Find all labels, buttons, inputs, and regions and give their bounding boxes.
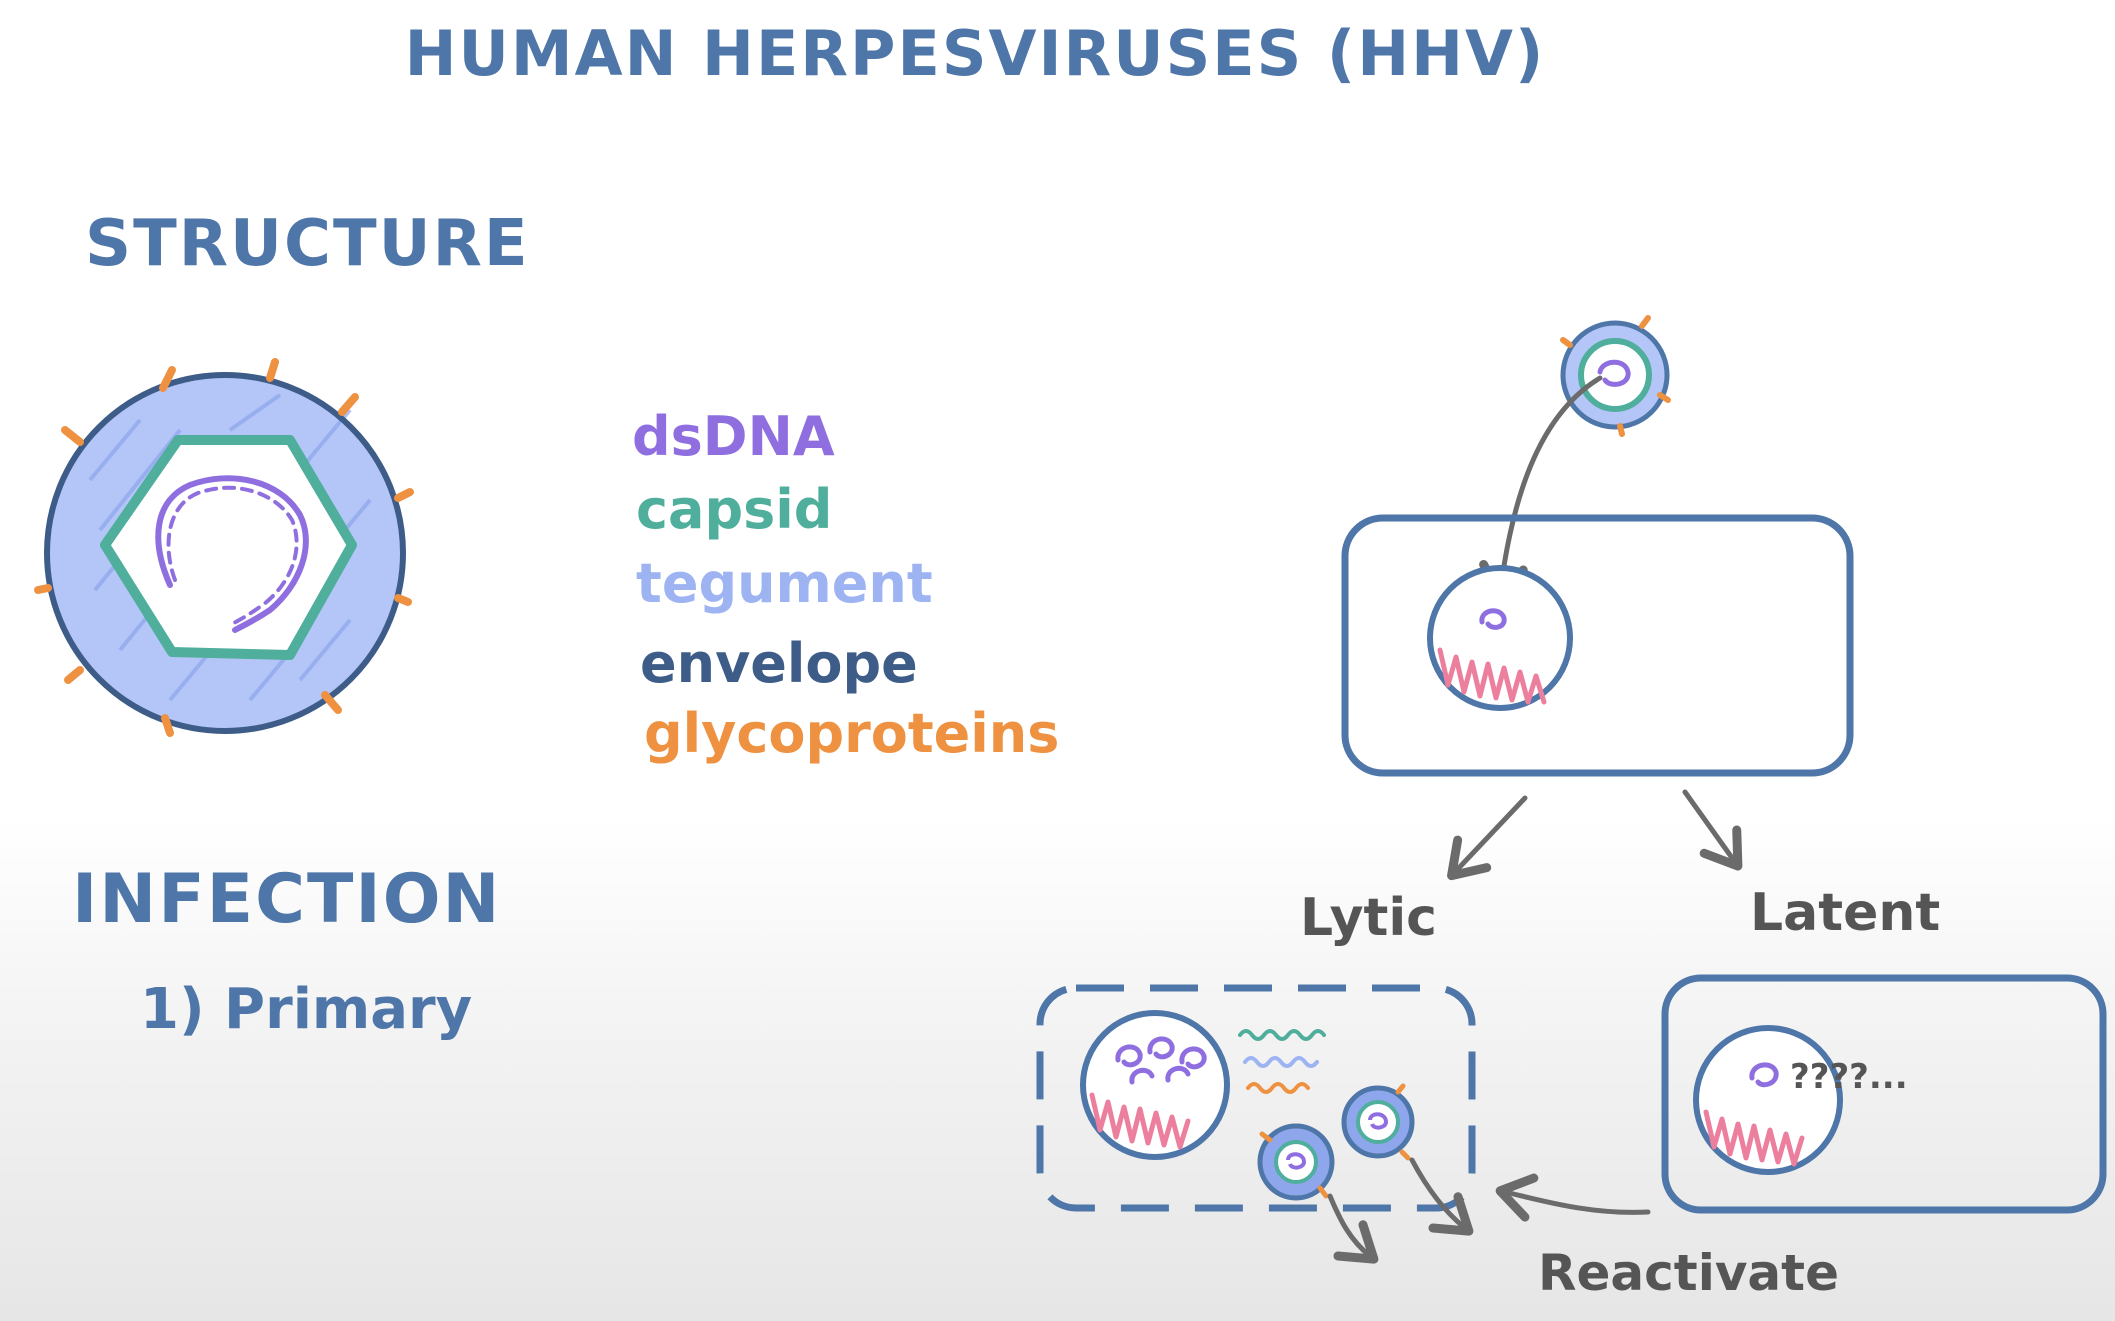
- incoming-virion: [1560, 315, 1671, 437]
- capsid-protein-squiggle: [1238, 1029, 1326, 1041]
- virion-structure-diagram: [34, 358, 414, 737]
- release-arrow-1: [1327, 1193, 1379, 1264]
- legend-glycoproteins: glycoproteins: [644, 702, 1059, 765]
- legend-dsdna: dsDNA: [632, 405, 835, 468]
- latent-question-note: ????...: [1790, 1057, 1908, 1097]
- infection-heading: INFECTION: [72, 860, 501, 939]
- host-dna: [1437, 647, 1547, 705]
- structure-legend: dsDNA capsid tegument envelope glycoprot…: [632, 405, 1059, 765]
- primary-infection-item: 1) Primary: [140, 977, 472, 1042]
- latent-label: Latent: [1750, 883, 1940, 943]
- lytic-host-dna: [1089, 1092, 1191, 1150]
- latent-nucleus: [1693, 1025, 1843, 1175]
- lytic-nucleus: [1080, 1010, 1230, 1160]
- glycoprotein-squiggle: [1246, 1082, 1310, 1094]
- capsid-hexagon: [100, 435, 357, 660]
- glycoprotein-spikes: [34, 358, 414, 737]
- lytic-branch-arrow: [1447, 795, 1528, 881]
- tegument-protein-squiggle: [1243, 1056, 1319, 1068]
- envelope-membrane: [44, 372, 406, 734]
- dsdna-strand-a: [155, 475, 309, 633]
- host-nucleus: [1427, 565, 1573, 711]
- entry-arrow: [1479, 375, 1603, 602]
- latent-host-dna: [1703, 1109, 1805, 1167]
- host-cell: [1341, 514, 1854, 777]
- dsdna-strand-b: [166, 485, 299, 627]
- reactivate-arrow: [1495, 1173, 1651, 1222]
- legend-envelope: envelope: [640, 632, 918, 695]
- page-title: HUMAN HERPESVIRUSES (HHV): [405, 17, 1546, 90]
- release-arrow-2: [1409, 1157, 1474, 1236]
- latent-episome: [1749, 1062, 1779, 1088]
- structure-heading: STRUCTURE: [85, 207, 530, 281]
- latent-cell: ????...: [1661, 974, 2107, 1214]
- legend-tegument: tegument: [636, 552, 933, 615]
- reactivate-label: Reactivate: [1538, 1244, 1839, 1302]
- progeny-virion-2: [1257, 1123, 1335, 1201]
- latent-branch-arrow: [1682, 789, 1743, 871]
- legend-capsid: capsid: [636, 478, 832, 541]
- viral-genome-in-nucleus: [1479, 608, 1507, 630]
- lytic-label: Lytic: [1300, 888, 1437, 948]
- lytic-cell: [1036, 984, 1476, 1212]
- replicating-viral-genomes: [1115, 1036, 1207, 1085]
- progeny-virion-1: [1341, 1083, 1415, 1161]
